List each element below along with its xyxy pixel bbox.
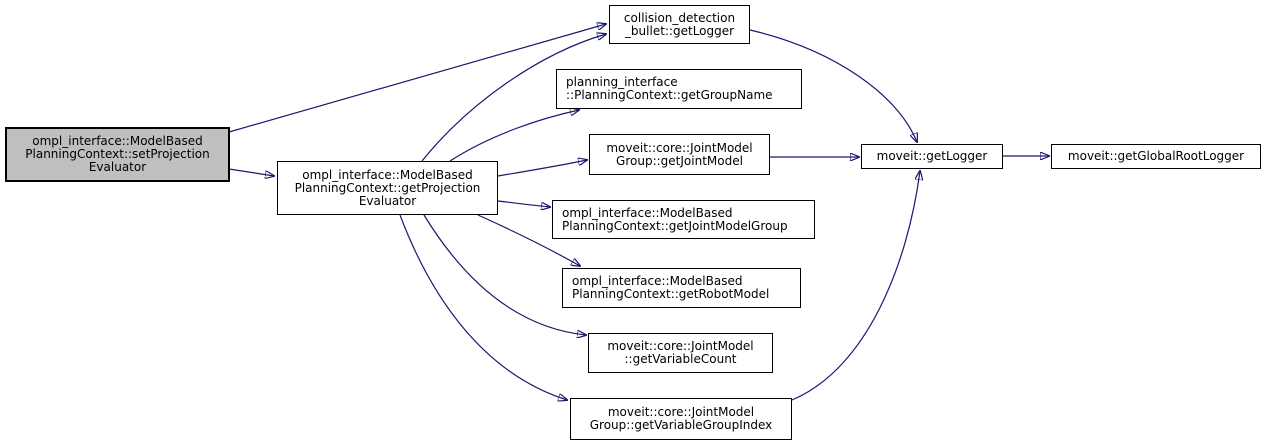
- node-label-line: moveit::getLogger: [876, 149, 988, 163]
- node-set-projection-evaluator: ompl_interface::ModelBased PlanningConte…: [5, 127, 230, 182]
- node-label-line: collision_detection: [623, 10, 736, 25]
- node-collision-detection-bullet-get-logger[interactable]: collision_detection _bullet::getLogger: [609, 5, 750, 44]
- node-label-line: ompl_interface::ModelBased: [562, 205, 733, 220]
- node-label-line: moveit::core::JointModel: [607, 339, 754, 353]
- node-label-line: Group::getJointModel: [616, 153, 743, 168]
- edge-get-projection-evaluator-to-get-robot-model: [477, 214, 580, 266]
- edge-get-projection-evaluator-to-joint-model-group-get-variable-group-index: [399, 214, 567, 400]
- edge-get-projection-evaluator-to-collision-detection-bullet-get-logger: [421, 34, 606, 162]
- node-get-joint-model-group[interactable]: ompl_interface::ModelBased PlanningConte…: [552, 200, 815, 239]
- node-label-line: PlanningContext::getProjection: [294, 180, 481, 195]
- node-label-line: Evaluator: [88, 160, 147, 174]
- node-label-line: PlanningContext::getJointModelGroup: [562, 218, 788, 233]
- edge-collision-detection-bullet-get-logger-to-moveit-get-logger: [749, 29, 917, 142]
- node-get-projection-evaluator[interactable]: ompl_interface::ModelBased PlanningConte…: [277, 161, 498, 215]
- node-label-line: moveit::core::JointModel: [606, 140, 753, 155]
- node-get-robot-model[interactable]: ompl_interface::ModelBased PlanningConte…: [562, 268, 801, 308]
- edge-joint-model-group-get-variable-group-index-to-moveit-get-logger: [791, 171, 920, 401]
- node-moveit-get-logger[interactable]: moveit::getLogger: [861, 144, 1003, 169]
- node-label-line: ::getVariableCount: [624, 352, 737, 366]
- node-planning-context-get-group-name[interactable]: planning_interface ::PlanningContext::ge…: [556, 69, 802, 109]
- node-moveit-get-global-root-logger[interactable]: moveit::getGlobalRootLogger: [1051, 144, 1261, 169]
- edge-get-projection-evaluator-to-planning-context-get-group-name: [449, 110, 579, 162]
- node-label-line: PlanningContext::getRobotModel: [572, 287, 770, 301]
- node-label-line: ompl_interface::ModelBased: [302, 167, 473, 182]
- node-label-line: moveit::core::JointModel: [607, 405, 755, 419]
- node-joint-model-group-get-variable-group-index[interactable]: moveit::core::JointModel Group::getVaria…: [570, 398, 792, 440]
- edge-set-projection-evaluator-to-collision-detection-bullet-get-logger: [228, 24, 606, 133]
- node-joint-model-get-variable-count[interactable]: moveit::core::JointModel ::getVariableCo…: [588, 333, 773, 373]
- edge-get-projection-evaluator-to-joint-model-group-get-joint-model: [497, 160, 587, 177]
- node-label-line: ompl_interface::ModelBased: [32, 134, 203, 148]
- node-label-line: _bullet::getLogger: [624, 23, 735, 38]
- edge-get-projection-evaluator-to-get-joint-model-group: [497, 200, 550, 207]
- node-label-line: Group::getVariableGroupIndex: [589, 418, 773, 432]
- node-label-line: ompl_interface::ModelBased: [572, 274, 743, 288]
- node-label-line: Evaluator: [358, 193, 417, 208]
- node-label-line: moveit::getGlobalRootLogger: [1067, 149, 1245, 163]
- edge-get-projection-evaluator-to-joint-model-get-variable-count: [423, 214, 586, 335]
- node-label-line: ::PlanningContext::getGroupName: [566, 88, 773, 102]
- node-label-line: PlanningContext::setProjection: [25, 147, 210, 161]
- node-label-line: planning_interface: [566, 75, 678, 89]
- node-joint-model-group-get-joint-model[interactable]: moveit::core::JointModel Group::getJoint…: [589, 134, 770, 175]
- edge-set-projection-evaluator-to-get-projection-evaluator: [228, 168, 274, 176]
